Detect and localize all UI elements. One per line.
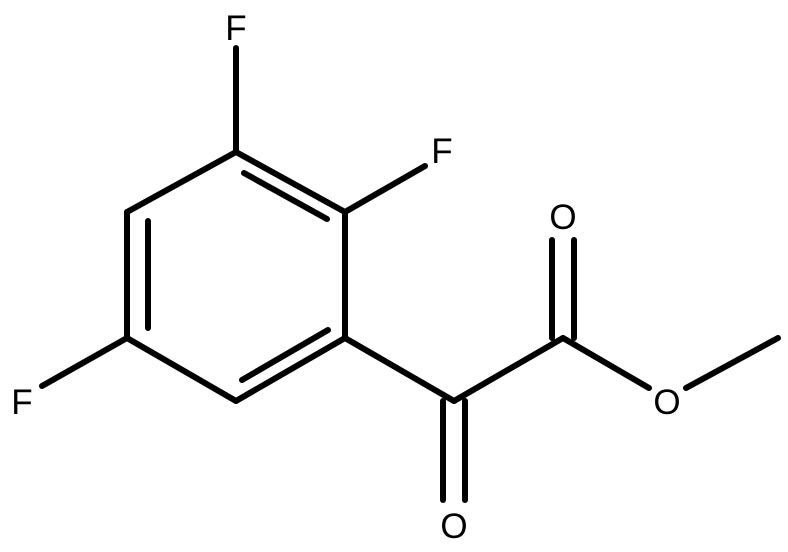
bond-ester-single-oxygen — [560, 335, 652, 391]
atom-f-top: F — [225, 9, 246, 48]
bond-ring-inner-bottom — [239, 327, 331, 383]
bond-keto-ester-carbon — [451, 335, 566, 404]
bond-ring-c6-c1 — [124, 149, 239, 215]
bond-ring-c3-c4 — [233, 335, 348, 404]
bond-ring-keto-carbon — [342, 335, 457, 404]
atom-o-ester-double: O — [549, 198, 576, 237]
atom-o-ester-single: O — [653, 383, 680, 422]
atom-f-left: F — [11, 383, 32, 422]
bond-ring-inner-top — [241, 170, 330, 222]
bond-oxygen-methyl — [683, 335, 781, 391]
bond-c2-f-ortho — [342, 163, 428, 215]
atom-o-carbonyl: O — [440, 507, 467, 546]
bond-c5-f-left — [39, 335, 130, 389]
atom-f-ortho: F — [431, 132, 452, 171]
bond-ring-c1-c2 — [233, 149, 348, 215]
bond-ring-c4-c5 — [124, 335, 239, 404]
